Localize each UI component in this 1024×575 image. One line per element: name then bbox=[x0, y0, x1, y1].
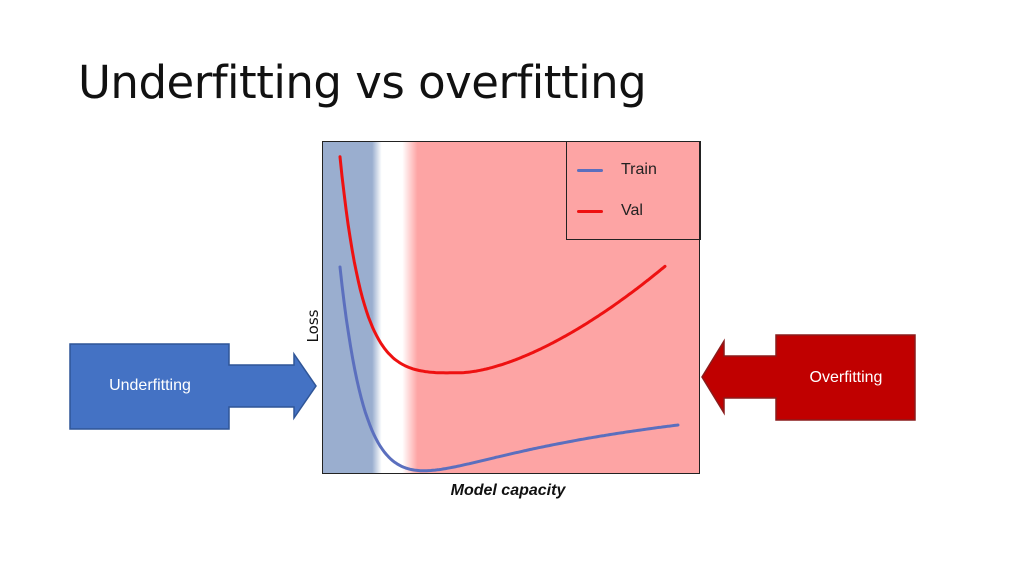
y-axis-label: Loss bbox=[304, 309, 322, 343]
slide-title: Underfitting vs overfitting bbox=[78, 56, 647, 109]
legend-swatch-val bbox=[577, 210, 603, 213]
overfitting-label: Overfitting bbox=[809, 369, 883, 386]
train-loss-line bbox=[338, 265, 680, 473]
legend-swatch-train bbox=[577, 169, 603, 172]
legend: Train Val bbox=[566, 141, 701, 240]
legend-label-val: Val bbox=[621, 202, 643, 219]
underfitting-label: Underfitting bbox=[109, 377, 191, 394]
x-axis-label: Model capacity bbox=[450, 482, 566, 499]
loss-plot bbox=[322, 141, 700, 474]
loss-plot-canvas bbox=[323, 142, 699, 473]
legend-entry-train: Train bbox=[567, 158, 702, 182]
region-background bbox=[323, 142, 699, 473]
legend-label-train: Train bbox=[621, 161, 657, 178]
legend-entry-val: Val bbox=[567, 199, 702, 223]
val-loss-line bbox=[338, 155, 667, 375]
